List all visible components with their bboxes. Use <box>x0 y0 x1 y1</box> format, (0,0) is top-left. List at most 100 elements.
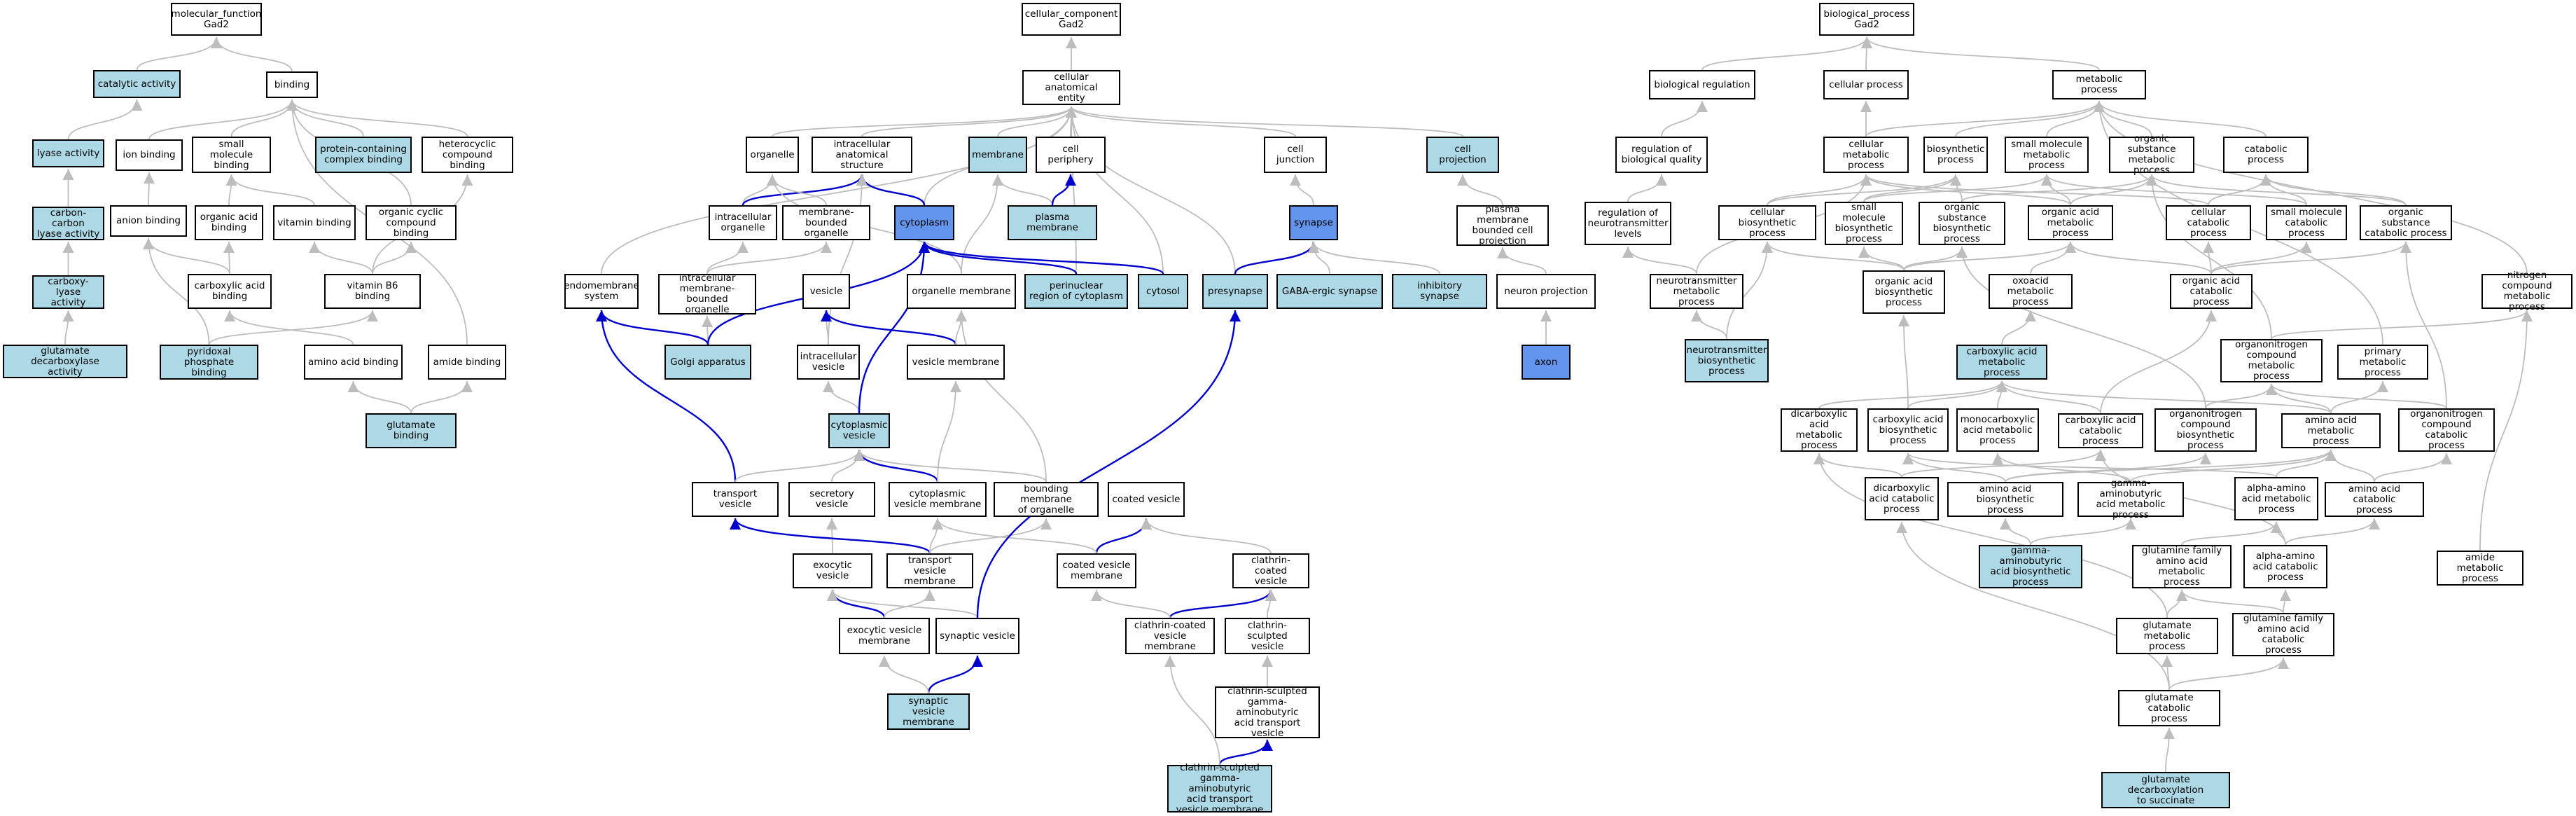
node-hetero[interactable]: heterocyclic compound binding <box>422 137 513 173</box>
node-synapse[interactable]: synapse <box>1289 205 1338 240</box>
node-gdts[interactable]: glutamate decarboxylation to succinate <box>2101 772 2230 808</box>
node-tvm[interactable]: transport vesicle membrane <box>886 553 973 588</box>
node-vesicle[interactable]: vesicle <box>802 274 850 309</box>
node-occb[interactable]: organic cyclic compound binding <box>365 205 457 240</box>
node-cab[interactable]: carboxylic acid binding <box>188 274 272 309</box>
node-vesmem[interactable]: vesicle membrane <box>907 345 1005 380</box>
node-celljunc[interactable]: cell junction <box>1264 137 1327 173</box>
node-ntmp[interactable]: neurotransmitter metabolic process <box>1650 274 1743 309</box>
node-smbind[interactable]: small molecule binding <box>192 137 271 173</box>
node-vb6[interactable]: vitamin B6 binding <box>324 274 421 309</box>
node-biosyn[interactable]: biosynthetic process <box>1923 137 1988 173</box>
node-ccvm[interactable]: clathrin-coated vesicle membrane <box>1125 618 1215 654</box>
node-transvesicle[interactable]: transport vesicle <box>692 482 779 517</box>
node-dcacp[interactable]: dicarboxylic acid catabolic process <box>1865 477 1939 520</box>
node-oacp[interactable]: organic acid catabolic process <box>2170 274 2253 309</box>
node-csgatvm[interactable]: clathrin-sculpted gamma-aminobutyric aci… <box>1167 762 1272 815</box>
node-bioreg[interactable]: biological regulation <box>1649 70 1755 99</box>
node-synves[interactable]: synaptic vesicle <box>935 618 1019 654</box>
node-ccv[interactable]: clathrin-coated vesicle <box>1232 553 1309 588</box>
node-glump[interactable]: glutamate metabolic process <box>2116 618 2218 654</box>
node-cellperiph[interactable]: cell periphery <box>1036 137 1106 173</box>
node-carboxyly[interactable]: carboxy-lyase activity <box>32 275 104 309</box>
node-oncmp[interactable]: organonitrogen compound metabolic proces… <box>2220 339 2323 382</box>
node-csgatv[interactable]: clathrin-sculpted gamma-aminobutyric aci… <box>1215 686 1320 738</box>
node-amidemp[interactable]: amide metabolic process <box>2437 551 2523 586</box>
node-amideb[interactable]: amide binding <box>428 345 506 380</box>
node-cytovesicle[interactable]: cytoplasmic vesicle <box>828 413 890 448</box>
node-aabp[interactable]: amino acid biosynthetic process <box>1947 482 2063 517</box>
node-gababp[interactable]: gamma-aminobutyric acid biosynthetic pro… <box>1979 545 2082 588</box>
node-gaddecarb[interactable]: glutamate decarboxylase activity <box>3 345 127 378</box>
node-catab[interactable]: catabolic process <box>2223 137 2309 173</box>
node-perinuc[interactable]: perinuclear region of cytoplasm <box>1024 274 1128 309</box>
node-orgmem[interactable]: organelle membrane <box>907 274 1016 309</box>
node-cae[interactable]: cellular anatomical entity <box>1022 70 1120 105</box>
node-rntl[interactable]: regulation of neurotransmitter levels <box>1585 202 1671 245</box>
node-oabp[interactable]: organic acid biosynthetic process <box>1863 270 1945 314</box>
node-cellproc[interactable]: cellular process <box>1823 70 1909 99</box>
node-bp[interactable]: biological_process Gad2 <box>1819 3 1914 36</box>
node-cellproj[interactable]: cell projection <box>1426 137 1499 173</box>
node-golgi[interactable]: Golgi apparatus <box>664 345 751 380</box>
node-ionbind[interactable]: ion binding <box>116 139 183 171</box>
node-ntbp[interactable]: neurotransmitter biosynthetic process <box>1685 339 1769 382</box>
node-smbp[interactable]: small molecule biosynthetic process <box>1825 202 1903 245</box>
node-gfaacp[interactable]: glutamine family amino acid catabolic pr… <box>2232 613 2334 656</box>
node-oxoacid[interactable]: oxoacid metabolic process <box>1989 274 2073 309</box>
node-rbq[interactable]: regulation of biological quality <box>1615 137 1708 173</box>
node-gfaamp[interactable]: glutamine family amino acid metabolic pr… <box>2132 545 2232 588</box>
node-endomem[interactable]: endomembrane system <box>564 274 639 309</box>
node-csv[interactable]: clathrin-sculpted vesicle <box>1225 618 1310 654</box>
node-smmp[interactable]: small molecule metabolic process <box>2005 137 2089 173</box>
node-exoves[interactable]: exocytic vesicle <box>793 553 872 588</box>
node-cacp[interactable]: carboxylic acid catabolic process <box>2058 413 2143 448</box>
node-aaamp[interactable]: alpha-amino acid metabolic process <box>2234 477 2318 520</box>
node-onccp[interactable]: organonitrogen compound catabolic proces… <box>2398 408 2495 452</box>
node-dcamp[interactable]: dicarboxylic acid metabolic process <box>1781 408 1858 452</box>
node-pcc[interactable]: protein-containing complex binding <box>315 137 412 173</box>
node-presynapse[interactable]: presynapse <box>1202 274 1268 309</box>
node-cbp[interactable]: cellular biosynthetic process <box>1718 205 1816 240</box>
node-gabasyn[interactable]: GABA-ergic synapse <box>1276 274 1383 309</box>
node-oamp[interactable]: organic acid metabolic process <box>2028 205 2113 240</box>
node-catalytic[interactable]: catalytic activity <box>93 70 181 98</box>
node-aacp[interactable]: amino acid catabolic process <box>2325 482 2424 517</box>
node-axon[interactable]: axon <box>1522 345 1571 380</box>
node-plp[interactable]: pyridoxal phosphate binding <box>160 345 258 380</box>
node-metproc[interactable]: metabolic process <box>2052 70 2146 99</box>
node-pmbcp[interactable]: plasma membrane bounded cell projection <box>1456 205 1549 247</box>
node-cytosol[interactable]: cytosol <box>1138 274 1188 309</box>
node-smcp[interactable]: small molecule catabolic process <box>2266 205 2347 240</box>
node-oab[interactable]: organic acid binding <box>195 205 263 240</box>
node-secvesicle[interactable]: secretory vesicle <box>788 482 875 517</box>
node-svm[interactable]: synaptic vesicle membrane <box>887 693 970 730</box>
node-bmo[interactable]: bounding membrane of organelle <box>994 482 1099 517</box>
node-binding[interactable]: binding <box>266 71 318 98</box>
node-vitbind[interactable]: vitamin binding <box>273 205 356 240</box>
node-mcamp[interactable]: monocarboxylic acid metabolic process <box>1956 408 2039 452</box>
node-membrane[interactable]: membrane <box>968 137 1027 173</box>
node-glub[interactable]: glutamate binding <box>365 413 457 448</box>
node-mf[interactable]: molecular_function Gad2 <box>171 3 262 36</box>
node-osmp[interactable]: organic substance metabolic process <box>2109 134 2194 176</box>
node-aab[interactable]: amino acid binding <box>304 345 403 380</box>
node-intraorg[interactable]: intracellular organelle <box>709 205 777 240</box>
node-ccly[interactable]: carbon-carbon lyase activity <box>32 207 104 240</box>
node-evm[interactable]: exocytic vesicle membrane <box>839 618 930 654</box>
node-osbp[interactable]: organic substance biosynthetic process <box>1919 202 2005 245</box>
node-cytovesmem[interactable]: cytoplasmic vesicle membrane <box>889 482 987 517</box>
node-ncmp[interactable]: nitrogen compound metabolic process <box>2481 270 2572 312</box>
node-coatedves[interactable]: coated vesicle <box>1108 482 1185 517</box>
node-imbo[interactable]: intracellular membrane-bounded organelle <box>658 273 756 315</box>
node-anionbind[interactable]: anion binding <box>110 205 187 237</box>
node-ccp[interactable]: cellular catabolic process <box>2166 205 2251 240</box>
node-aamp[interactable]: amino acid metabolic process <box>2281 413 2381 448</box>
node-pmp[interactable]: primary metabolic process <box>2337 345 2428 380</box>
node-mbo[interactable]: membrane-bounded organelle <box>782 205 870 240</box>
node-intravesicle[interactable]: intracellular vesicle <box>797 345 860 380</box>
node-oncbp[interactable]: organonitrogen compound biosynthetic pro… <box>2154 408 2257 452</box>
node-cmp[interactable]: cellular metabolic process <box>1823 137 1909 173</box>
node-lyase[interactable]: lyase activity <box>32 139 104 167</box>
node-gabamp[interactable]: gamma-aminobutyric acid metabolic proces… <box>2077 478 2184 520</box>
